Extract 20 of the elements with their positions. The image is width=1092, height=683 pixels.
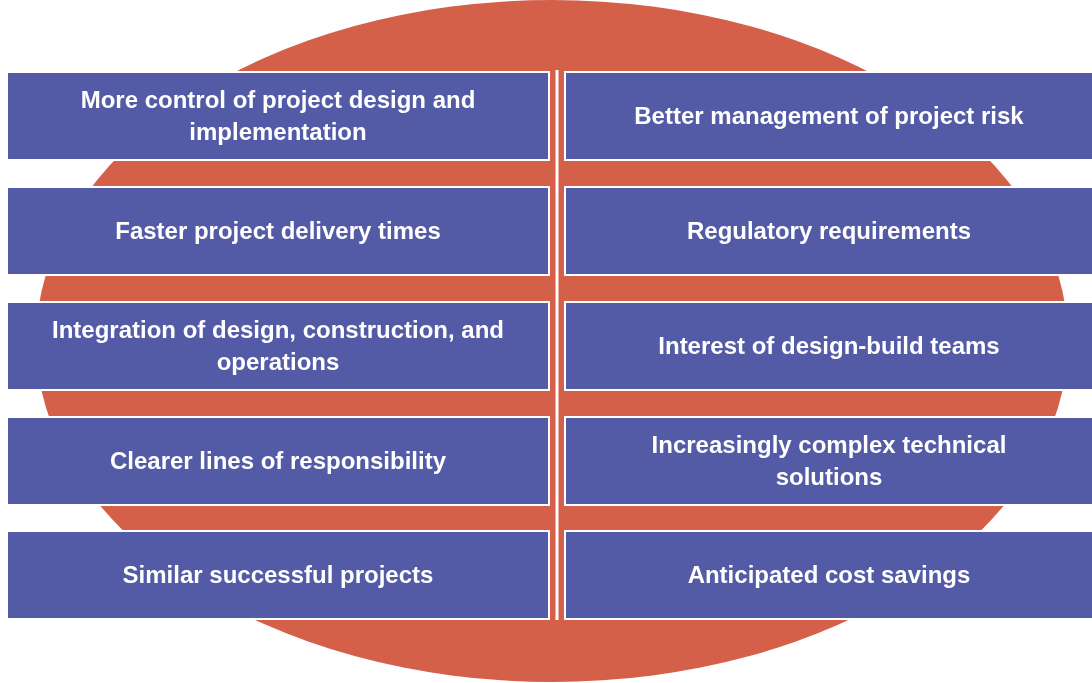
label-box bbox=[6, 186, 550, 276]
label-box bbox=[564, 301, 1092, 391]
label-box bbox=[6, 301, 550, 391]
box-text: More control of project design and implementation bbox=[79, 85, 477, 147]
box-text: Better management of project risk bbox=[633, 101, 1025, 131]
box-text: Increasingly complex technical solutions bbox=[650, 430, 1008, 492]
label-box bbox=[6, 530, 550, 620]
box-text: Regulatory requirements bbox=[685, 216, 973, 246]
label-box bbox=[564, 530, 1092, 620]
box-text: Anticipated cost savings bbox=[686, 560, 972, 590]
box-text: Similar successful projects bbox=[121, 560, 435, 590]
label-box bbox=[564, 416, 1092, 506]
box-text: Faster project delivery times bbox=[114, 216, 442, 246]
label-box bbox=[564, 186, 1092, 276]
label-box bbox=[6, 71, 550, 161]
label-box bbox=[6, 416, 550, 506]
label-box bbox=[564, 71, 1092, 161]
box-text: Clearer lines of responsibility bbox=[108, 446, 448, 476]
box-text: Integration of design, construction, and operations bbox=[51, 315, 505, 377]
box-text: Interest of design-build teams bbox=[657, 331, 1001, 361]
